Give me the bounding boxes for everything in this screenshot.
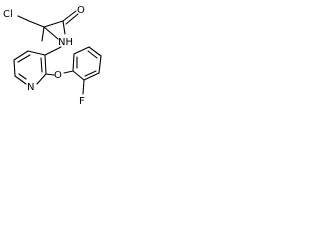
molecule-structure: Cl O NH N O F <box>3 5 102 107</box>
bond-ph-c4-c5 <box>88 46 102 57</box>
bond-ph-c2-c3 <box>83 72 100 81</box>
bond-ring-inner-3 <box>40 57 43 73</box>
bond-ring-c6-n1 <box>14 75 27 85</box>
bond-cq-me1 <box>41 26 45 42</box>
bond-oether-ph <box>63 70 74 74</box>
pyridine-nitrogen-label: N <box>27 82 34 93</box>
bond-cq-ccarbonyl <box>43 20 64 28</box>
bond-ring-c4-c5 <box>13 50 29 61</box>
bond-ch2-cq <box>28 20 45 28</box>
bond-ph-c5-c6 <box>73 46 90 55</box>
bonds <box>13 10 102 95</box>
carbonyl-oxygen-label: O <box>77 5 85 16</box>
bond-cl-ch2 <box>17 15 30 22</box>
fluorine-label: F <box>79 96 85 107</box>
bond-ph-c6-c1 <box>72 53 75 72</box>
bond-carbonyl-2 <box>65 13 79 25</box>
bond-c-f <box>82 79 85 95</box>
bond-ring-inner-1 <box>17 54 31 63</box>
bond-ccarbonyl-nh <box>62 20 66 35</box>
bond-c2-oether <box>45 73 55 76</box>
bond-nh-c3 <box>44 46 62 56</box>
bond-cq-me2 <box>43 26 59 40</box>
chlorine-label: Cl <box>3 9 13 20</box>
bond-ph-inner-1 <box>84 70 97 77</box>
bond-ph-c3-c4 <box>98 55 102 74</box>
amide-nh-label: NH <box>58 37 73 48</box>
bond-ph-c1-c2 <box>72 70 85 81</box>
bond-ring-c5-c6 <box>13 59 16 77</box>
atom-labels: Cl O NH N O F <box>3 5 85 107</box>
bond-ring-c3-c4 <box>27 50 46 56</box>
bond-ring-c2-c3 <box>44 54 47 75</box>
ether-oxygen-label: O <box>54 70 62 81</box>
bond-carbonyl-1 <box>62 10 77 22</box>
bond-ph-inner-2 <box>87 50 98 59</box>
bond-ring-inner-2 <box>18 73 27 80</box>
bond-ring-n1-c2 <box>36 73 47 85</box>
